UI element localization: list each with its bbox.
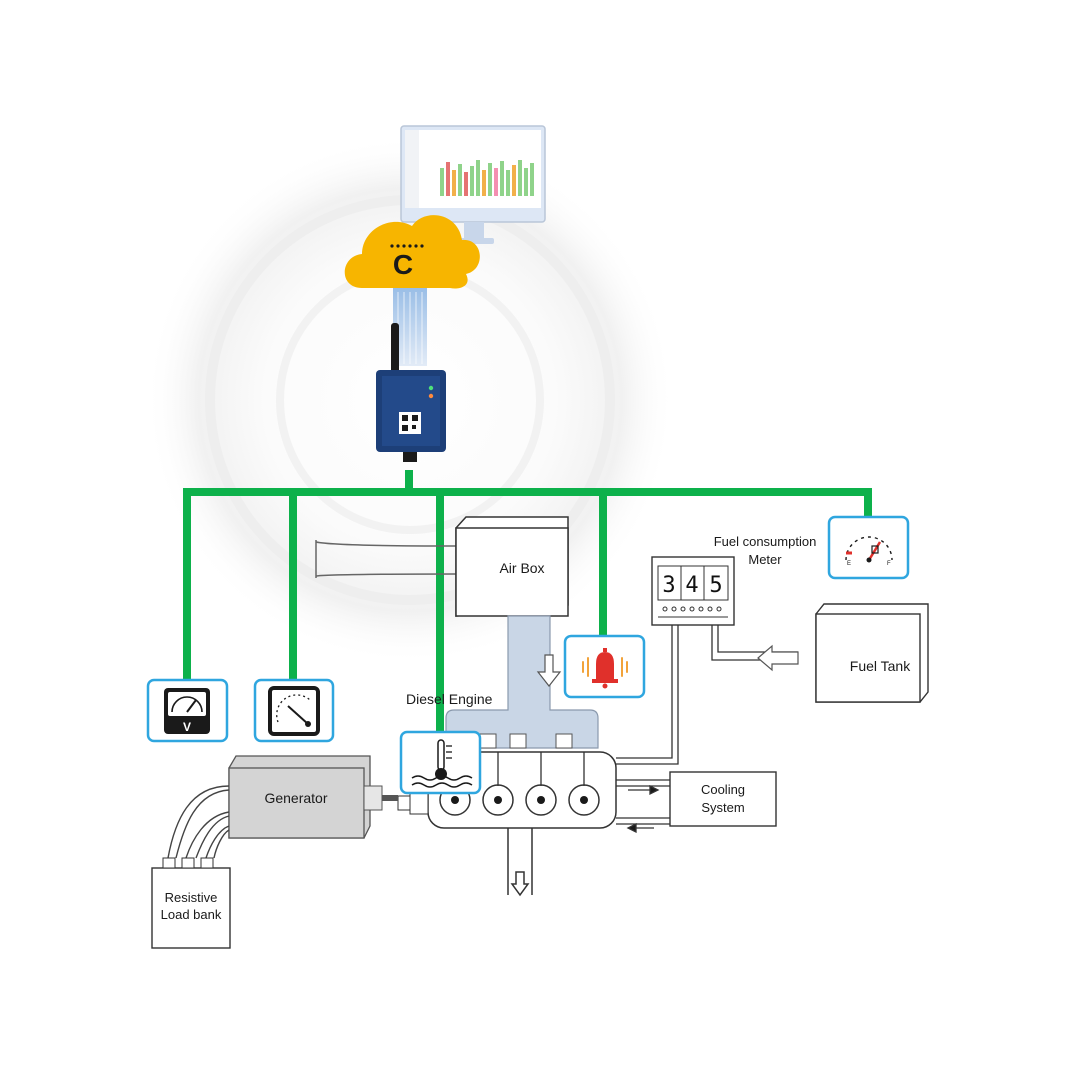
fuel-meter-label-2: Meter	[748, 552, 782, 567]
exhaust	[507, 828, 533, 897]
diesel-engine-label: Diesel Engine	[406, 691, 493, 707]
airflow-arrow	[536, 654, 562, 687]
gauge-icon	[268, 686, 320, 736]
cooling-system-label-2: System	[701, 800, 744, 815]
load-cables	[167, 785, 230, 859]
load-bank-label-2: Load bank	[161, 907, 222, 922]
generator: Generator	[228, 755, 398, 839]
iot-gateway-icon	[376, 323, 446, 462]
monitor-chart-bars	[440, 160, 534, 196]
cloud-letter: C	[393, 249, 413, 280]
temperature-icon	[411, 739, 473, 788]
data-bus	[183, 470, 872, 738]
meter-digit-3: 5	[709, 573, 722, 598]
meter-digit-2: 4	[685, 573, 698, 598]
generator-label: Generator	[264, 790, 327, 806]
cooling-system-label-1: Cooling	[701, 782, 745, 797]
monitor-icon	[400, 125, 546, 244]
air-intake	[315, 540, 457, 578]
voltmeter-icon: V	[164, 688, 210, 734]
fuel-gauge-sensor: E F	[827, 515, 910, 580]
fuel-meter-label-1: Fuel consumption	[714, 534, 817, 549]
fuel-flow-arrow	[757, 644, 799, 672]
svg-text:E: E	[847, 561, 851, 567]
meter-digit-1: 3	[662, 573, 675, 598]
cooling-system: Cooling System	[616, 771, 777, 834]
temperature-sensor	[399, 730, 482, 795]
air-box: Air Box	[455, 516, 569, 617]
svg-text:F: F	[887, 561, 891, 567]
load-bank-label-1: Resistive	[165, 890, 218, 905]
engine-manifold	[445, 615, 599, 749]
voltmeter-sensor: V	[146, 678, 229, 743]
air-box-label: Air Box	[499, 560, 544, 576]
voltmeter-letter: V	[183, 720, 191, 734]
fuel-gauge-icon: E F	[845, 536, 893, 567]
fuel-meter: 3 4 5 Fuel consumption Meter	[651, 534, 817, 626]
cloud-icon: C	[344, 215, 480, 289]
load-bank: Resistive Load bank	[151, 857, 231, 949]
gauge-sensor	[253, 678, 335, 743]
fuel-tank-label: Fuel Tank	[850, 658, 911, 674]
alarm-bell-icon	[582, 648, 628, 689]
alarm-sensor	[563, 634, 646, 699]
fuel-tank: Fuel Tank	[815, 603, 929, 703]
